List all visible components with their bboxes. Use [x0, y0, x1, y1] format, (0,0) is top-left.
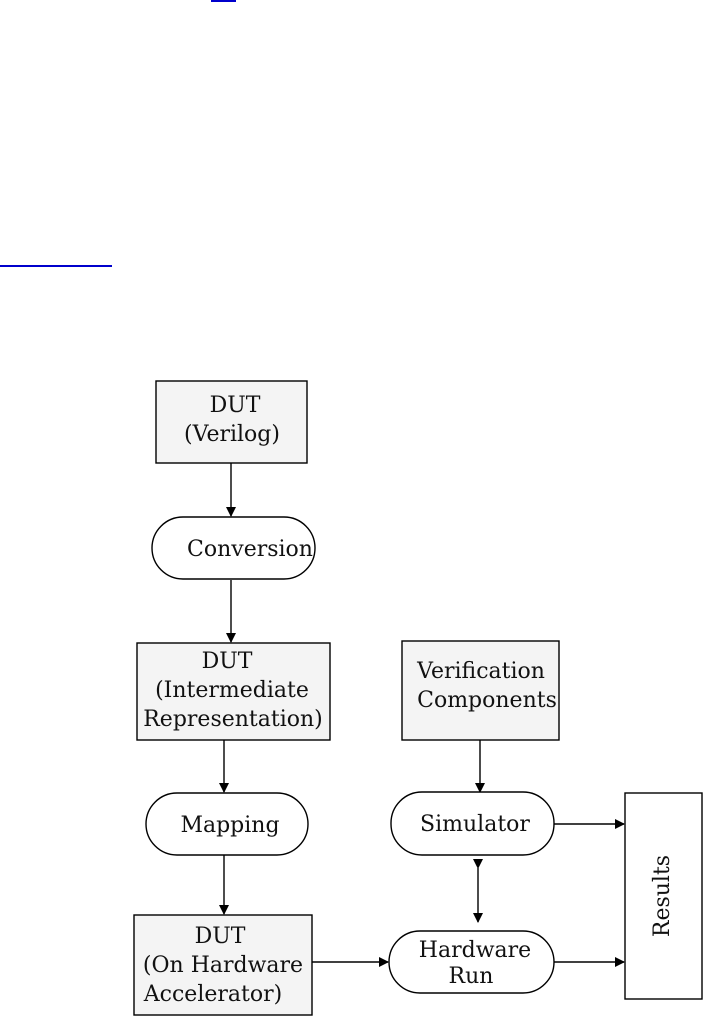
link-underline-fragment[interactable] — [211, 0, 236, 2]
node-hardware-run-line2: Run — [449, 964, 494, 989]
node-dut-verilog-line1: DUT — [210, 393, 261, 418]
node-results: Results — [624, 792, 703, 1000]
node-dut-verilog-line2: (Verilog) — [184, 422, 280, 447]
node-simulator: Simulator — [390, 791, 555, 856]
node-hardware-run: Hardware Run — [388, 930, 555, 994]
node-verification-line1: Verification — [416, 659, 545, 684]
node-hardware-run-line1: Hardware — [419, 938, 531, 963]
link-underline-fragment[interactable] — [0, 265, 112, 267]
node-verification-components: Verification Components — [401, 640, 560, 741]
node-dut-hardware-line3: Accelerator) — [143, 982, 282, 1007]
node-results-label: Results — [650, 855, 675, 937]
node-mapping: Mapping — [145, 792, 309, 856]
node-dut-ir-line3: Representation) — [143, 707, 323, 732]
node-simulator-label: Simulator — [420, 812, 530, 837]
node-dut-hardware-line1: DUT — [195, 924, 246, 949]
node-conversion-label: Conversion — [187, 537, 313, 562]
node-dut-hardware: DUT (On Hardware Accelerator) — [133, 914, 313, 1016]
node-dut-ir-line1: DUT — [202, 649, 253, 674]
node-verification-line2: Components — [417, 688, 557, 713]
node-mapping-label: Mapping — [180, 813, 279, 838]
node-conversion: Conversion — [151, 516, 316, 580]
node-dut-ir-line2: (Intermediate — [155, 678, 309, 703]
node-dut-hardware-line2: (On Hardware — [143, 953, 303, 978]
node-dut-verilog: DUT (Verilog) — [155, 380, 308, 464]
node-dut-ir: DUT (Intermediate Representation) — [136, 642, 331, 741]
